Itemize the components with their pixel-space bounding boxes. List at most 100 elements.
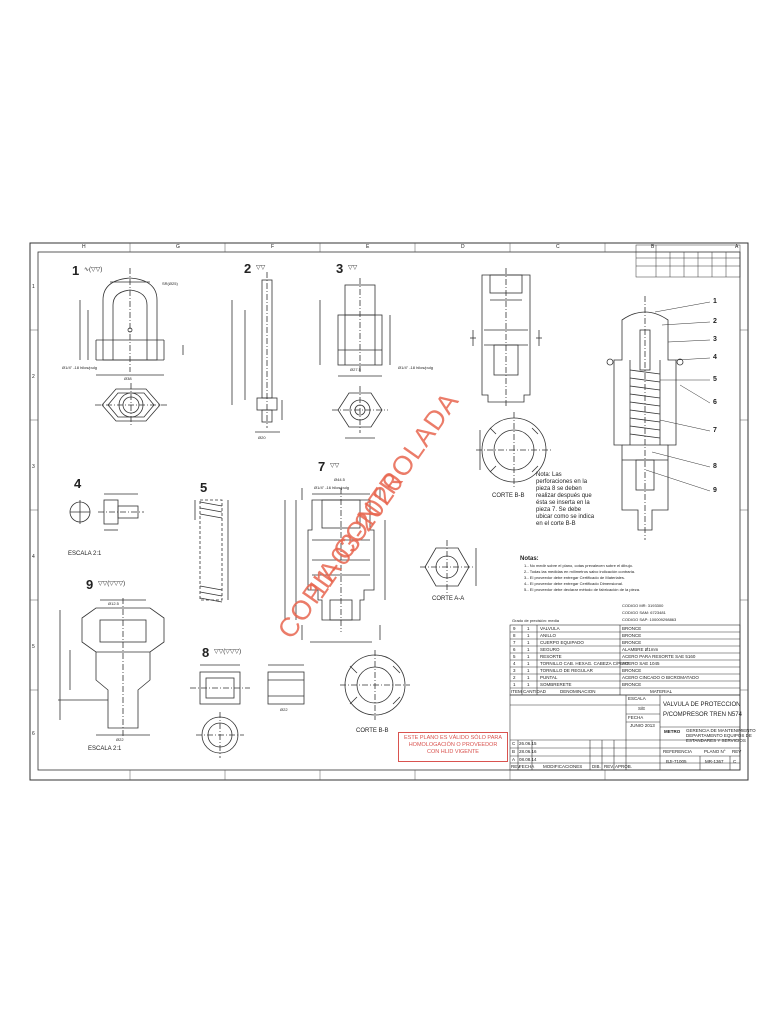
note-line: 2.- Todas las medidas en milímetros salv… xyxy=(524,569,636,574)
bom-material: ACERO SAE 1045 xyxy=(622,661,660,666)
part-2-drawing xyxy=(231,272,283,433)
balloon: 5 xyxy=(713,376,717,383)
bom-header-name: DENOMINACION xyxy=(560,689,596,694)
bom-material: BRONCE xyxy=(622,682,642,687)
bom-qty: 1 xyxy=(527,654,530,659)
assembly-section-view xyxy=(470,268,542,408)
part-3-dia-dim: Ø27.5 xyxy=(350,367,361,372)
rev-col-label: REV. xyxy=(511,764,522,769)
bom-item: 4 xyxy=(513,661,516,666)
bom-material: ACERO PARA RESORTE SAE 5160 xyxy=(622,654,696,659)
part-5-drawing xyxy=(194,499,229,603)
bom-name: VALVULA xyxy=(540,626,560,631)
border-letter: F xyxy=(271,244,275,250)
part-9-drawing xyxy=(58,598,165,738)
bom-qty: 1 xyxy=(527,640,530,645)
title-block-grid xyxy=(509,694,741,771)
bom-material: ACERO CINCADO O BICROMATADO xyxy=(622,675,699,680)
balloon: 3 xyxy=(713,336,717,343)
surface-finish-symbol: ∿(▽▽) xyxy=(84,267,103,273)
border-number: 2 xyxy=(32,374,35,380)
note-line: 3.- El proveedor debe entregar Certifica… xyxy=(524,575,625,580)
part-1-dia-dim: Ø38 xyxy=(124,376,132,381)
part-1-thread-dim: Ø1/4" -18 hilos/pulg xyxy=(62,365,97,370)
reference-label: REFERENCIA xyxy=(663,749,693,754)
part-5-label: 5 xyxy=(200,480,208,495)
border-letter: E xyxy=(366,244,370,250)
bom-item: 9 xyxy=(513,626,516,631)
bom-material: BRONCE xyxy=(622,668,642,673)
section-b-b-label: CORTE B-B xyxy=(492,493,525,499)
border-letter: H xyxy=(82,244,86,250)
bom-qty: 1 xyxy=(527,647,530,652)
bom-name: SEGURO xyxy=(540,647,560,652)
section-b-b-ring-view xyxy=(340,650,410,720)
date-col-label: FECHA xyxy=(519,764,535,769)
border-number: 1 xyxy=(32,284,35,290)
part-9-scale-label: ESCALA 2:1 xyxy=(88,746,122,752)
revision-date: 26.06.15 xyxy=(519,741,537,746)
part-9-dia2-dim: Ø22 xyxy=(116,737,124,742)
part-1-drawing xyxy=(79,268,184,376)
border-number: 5 xyxy=(32,644,35,650)
note-line: 4.- El proveedor debe entregar Certifica… xyxy=(524,581,623,586)
revision-rev: C xyxy=(512,741,516,746)
bom-item: 6 xyxy=(513,647,516,652)
bom-table-grid xyxy=(509,624,741,696)
escala-label: ESCALA xyxy=(628,696,646,701)
bom-item: 3 xyxy=(513,668,516,673)
part-2-dia-dim: Ø20 xyxy=(258,435,266,440)
bom-name: ANILLO xyxy=(540,633,557,638)
part-1-label: 1 xyxy=(72,263,80,278)
org-line2: DEPARTAMENTO EQUIPOS DE xyxy=(686,733,752,738)
bom-name: RESORTE xyxy=(540,654,562,659)
part-4-drawing xyxy=(69,493,144,531)
bom-qty: 1 xyxy=(527,675,530,680)
outer-frame xyxy=(29,242,749,781)
stamp-line: HOMOLOGACIÓN O PROVEEDOR xyxy=(408,742,498,748)
part-8-drawing xyxy=(190,664,305,758)
reference-value: BJI-71005 xyxy=(666,759,687,764)
part-8-dia-dim: Ø22 xyxy=(280,707,288,712)
escala-value: S/E xyxy=(638,706,646,711)
org-logo: METRO xyxy=(664,729,681,734)
bom-header-material: MATERIAL xyxy=(650,689,673,694)
revision-date: 28.06.16 xyxy=(519,749,537,754)
part-3-label: 3 xyxy=(336,261,344,276)
note-line: 5.- El proveedor debe declarar método de… xyxy=(524,587,641,592)
surface-finish-symbol: ▽▽ xyxy=(348,265,358,271)
border-number: 4 xyxy=(32,554,35,560)
rev-label: REV xyxy=(732,749,742,754)
balloon: 7 xyxy=(713,427,717,434)
part-9-dia-dim: Ø12.5 xyxy=(108,601,119,606)
org-line3: ESTANDARES Y SERVICIOS xyxy=(686,738,746,743)
bom-material: ALAMBRE Ø1mm xyxy=(622,647,659,652)
plano-value: MR-1367 xyxy=(705,759,724,764)
part-9-label: 9 xyxy=(86,577,94,592)
bom-qty: 1 xyxy=(527,682,530,687)
drawing-title-line1: VALVULA DE PROTECCION xyxy=(663,702,741,708)
part-7-label: 7 xyxy=(318,459,326,474)
bom-item: 8 xyxy=(513,633,516,638)
code-line: CODIGO SAP: 100009298863 xyxy=(622,617,677,622)
rev-value: C xyxy=(733,759,737,764)
bom-qty: 1 xyxy=(527,626,530,631)
dib-col-label: DIB. xyxy=(592,764,601,769)
drawing-title-line2: P/COMPRESOR TREN N574 xyxy=(663,712,742,718)
part-4-scale-label: ESCALA 2:1 xyxy=(68,551,102,557)
border-letter: D xyxy=(461,244,465,250)
section-b-b-circle-view xyxy=(476,412,552,488)
part-7-dia-dim: Ø44.5 xyxy=(334,477,345,482)
balloon: 4 xyxy=(713,354,717,361)
part-8-label: 8 xyxy=(202,645,210,660)
notes-title: Notas: xyxy=(520,556,539,562)
surface-finish-symbol: ▽▽(▽▽▽) xyxy=(98,581,126,587)
border-letter: B xyxy=(651,244,655,250)
border-letter: A xyxy=(735,244,739,250)
bom-qty: 1 xyxy=(527,633,530,638)
balloon: 1 xyxy=(713,298,717,305)
balloon: 2 xyxy=(713,318,717,325)
bom-name: TORNILLO CAB. HEXAG. CABEZA C/PERF. xyxy=(540,661,630,666)
part-2-label: 2 xyxy=(244,261,252,276)
